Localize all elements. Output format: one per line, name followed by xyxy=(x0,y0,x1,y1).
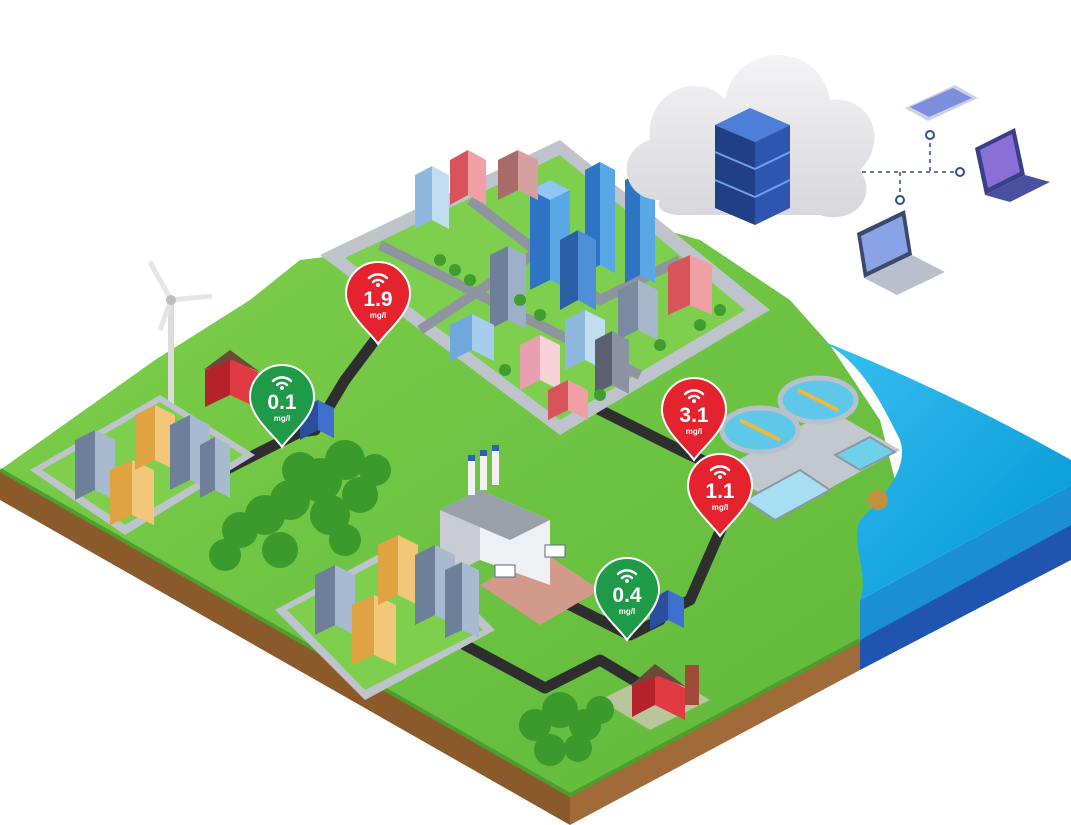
wifi-signal-icon xyxy=(616,569,638,580)
apartment-building xyxy=(110,460,154,525)
skyscraper xyxy=(625,172,655,283)
apartment-building xyxy=(668,255,712,315)
apartment-building xyxy=(200,437,230,498)
apartment-building xyxy=(445,562,479,638)
sensor-pin-factory[interactable]: 0.4 mg/l xyxy=(593,557,661,642)
delivery-truck xyxy=(544,544,566,558)
factory-chimney xyxy=(480,450,487,490)
smartphone-icon xyxy=(905,85,978,121)
apartment-building xyxy=(498,150,538,200)
apartment-building xyxy=(520,335,560,390)
tablet-icon xyxy=(975,128,1050,202)
sensor-unit-label: mg/l xyxy=(712,503,728,512)
wifi-signal-icon xyxy=(709,465,731,476)
sensor-reading: 0.1 xyxy=(267,391,297,414)
residential-middle xyxy=(275,535,495,700)
cloud-connections xyxy=(862,135,960,200)
sensor-unit-label: mg/l xyxy=(686,427,702,436)
office-tower xyxy=(560,230,596,310)
apartment-building xyxy=(75,430,115,500)
shop-building xyxy=(450,314,494,361)
sensor-reading: 0.4 xyxy=(612,584,642,607)
shop-building xyxy=(548,380,588,420)
pipe-lower xyxy=(459,639,656,696)
factory-chimney xyxy=(468,455,475,495)
water-treatment-plant xyxy=(719,375,900,522)
connection-nodes xyxy=(895,130,965,205)
apartment-building xyxy=(450,150,486,205)
sensor-pin-plant-upper[interactable]: 3.1 mg/l xyxy=(660,377,728,462)
apartment-building xyxy=(618,280,658,340)
wifi-signal-icon xyxy=(271,376,293,387)
wifi-signal-icon xyxy=(367,273,389,284)
apartment-building xyxy=(595,331,629,394)
apartment-building xyxy=(415,166,449,229)
sensor-unit-label: mg/l xyxy=(619,607,635,616)
laptop-icon xyxy=(857,210,945,295)
water-side-face-top xyxy=(860,485,1071,640)
forest-south xyxy=(519,692,614,766)
outflow-pipe xyxy=(868,490,888,510)
sensor-pin-city[interactable]: 1.9 mg/l xyxy=(344,261,412,346)
apartment-building xyxy=(315,565,355,635)
city-trees xyxy=(434,254,726,401)
apartment-building xyxy=(490,246,526,329)
grain-silo xyxy=(685,665,699,705)
database-server-icon xyxy=(714,108,791,225)
apartment-building xyxy=(378,535,418,605)
wind-turbine xyxy=(147,260,213,405)
grass-edge xyxy=(0,468,861,798)
lake-water xyxy=(820,340,1071,600)
sensor-unit-label: mg/l xyxy=(274,414,290,423)
sensor-reading: 1.1 xyxy=(705,480,735,503)
sensor-pins: 0.1 mg/l 1.9 mg/l 3.1 mg/l xyxy=(248,261,754,642)
factory-chimney xyxy=(492,445,499,485)
soil-right-face xyxy=(570,640,860,825)
factory xyxy=(440,445,600,625)
soil-left-face xyxy=(0,470,570,825)
forest xyxy=(209,440,391,571)
apartment-building xyxy=(352,595,396,665)
wifi-signal-icon xyxy=(683,389,705,400)
residential-west xyxy=(30,395,255,535)
water-side-face xyxy=(860,520,1071,670)
delivery-truck xyxy=(494,564,516,578)
sensor-reading: 3.1 xyxy=(679,404,709,427)
sensor-pin-west[interactable]: 0.1 mg/l xyxy=(248,364,316,449)
city-block xyxy=(320,140,770,435)
sensor-pin-plant-lower[interactable]: 1.1 mg/l xyxy=(686,453,754,538)
sensor-reading: 1.9 xyxy=(363,288,392,311)
farm-south xyxy=(600,664,710,730)
sensor-unit-label: mg/l xyxy=(370,311,386,320)
